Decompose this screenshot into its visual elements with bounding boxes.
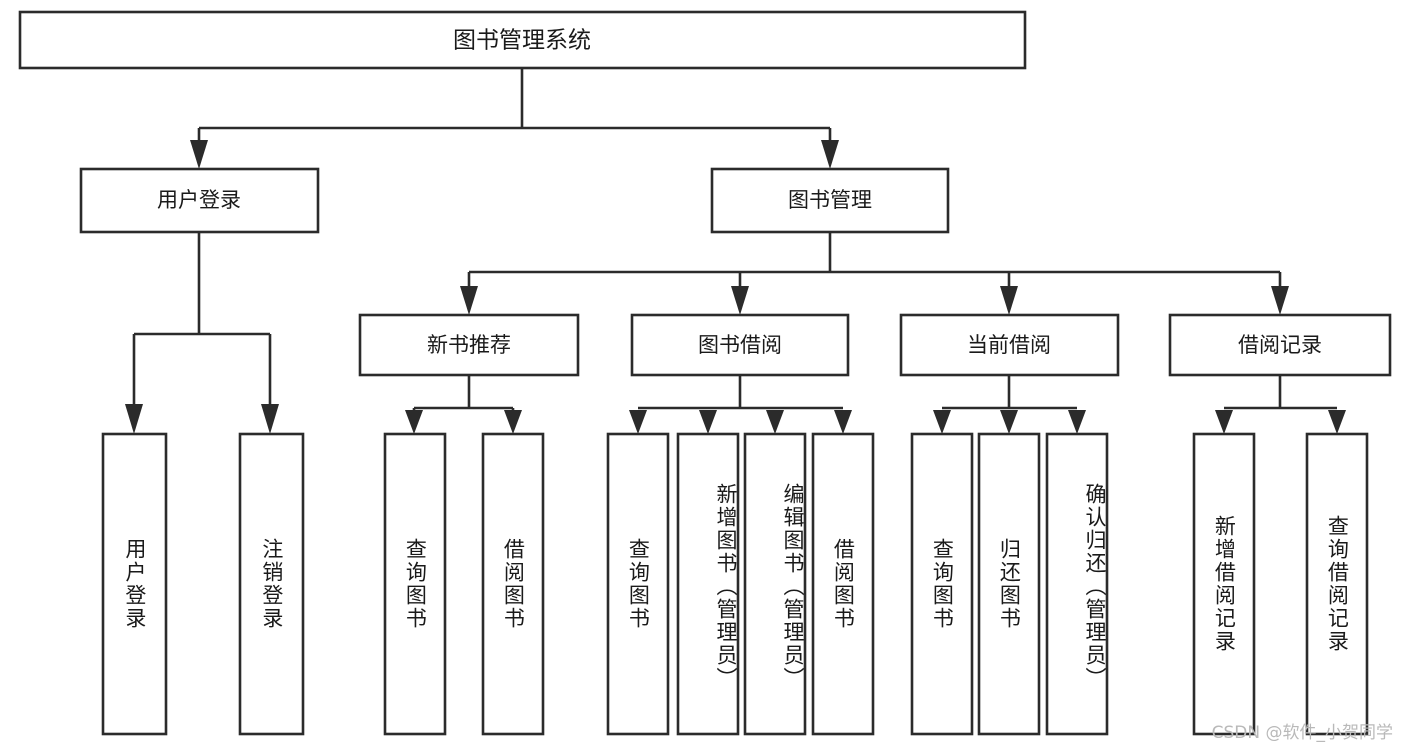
arrow-leaf-query-record — [1328, 410, 1346, 434]
node-new-book-recommend[interactable]: 新书推荐 — [358, 313, 580, 377]
arrow-leaf-query-book-2 — [629, 410, 647, 434]
watermark-text: CSDN @软件_小贺同学 — [1211, 723, 1393, 743]
leaf-box-query-book-3[interactable] — [910, 432, 974, 736]
node-current-borrow-label: 当前借阅 — [967, 333, 1051, 357]
node-current-borrow[interactable]: 当前借阅 — [899, 313, 1120, 377]
arrow-current-borrow — [1000, 286, 1018, 315]
leaf-box-confirm-return[interactable] — [1045, 432, 1109, 736]
leaf-box-add-record[interactable] — [1192, 432, 1256, 736]
node-book-management-box[interactable] — [710, 167, 950, 234]
node-user-login-box[interactable] — [79, 167, 320, 234]
leaf-box-edit-book[interactable] — [743, 432, 807, 736]
leaf-box-user-login[interactable] — [101, 432, 168, 736]
node-user-login[interactable]: 用户登录 — [79, 167, 320, 234]
node-book-borrow-label: 图书借阅 — [698, 333, 782, 357]
arrow-leaf-edit-book — [766, 410, 784, 434]
arrow-leaf-confirm-return — [1068, 410, 1086, 434]
arrow-borrow-record — [1271, 286, 1289, 315]
connector-group — [125, 68, 1346, 434]
node-book-management-label: 图书管理 — [788, 188, 872, 212]
node-root-box[interactable] — [18, 10, 1027, 70]
arrow-leaf-logout — [261, 404, 279, 434]
arrow-leaf-return-book — [1000, 410, 1018, 434]
leaf-box-query-book-1[interactable] — [383, 432, 447, 736]
node-root-label: 图书管理系统 — [453, 28, 591, 54]
node-user-login-label: 用户登录 — [157, 188, 241, 212]
arrow-book-mgmt — [821, 140, 839, 169]
node-book-borrow-box[interactable] — [630, 313, 850, 377]
node-borrow-record[interactable]: 借阅记录 — [1168, 313, 1392, 377]
leaf-box-add-book[interactable] — [676, 432, 740, 736]
node-borrow-record-label: 借阅记录 — [1238, 333, 1322, 357]
arrow-leaf-add-book — [699, 410, 717, 434]
leaf-box-query-book-2[interactable] — [606, 432, 670, 736]
node-book-borrow[interactable]: 图书借阅 — [630, 313, 850, 377]
node-new-book-recommend-label: 新书推荐 — [427, 333, 511, 357]
leaf-box-borrow-book-2[interactable] — [811, 432, 875, 736]
node-new-book-recommend-box[interactable] — [358, 313, 580, 377]
arrow-leaf-add-record — [1215, 410, 1233, 434]
leaf-box-borrow-book-1[interactable] — [481, 432, 545, 736]
leaf-box-return-book[interactable] — [977, 432, 1041, 736]
arrow-book-borrow — [731, 286, 749, 315]
arrow-leaf-query-book-3 — [933, 410, 951, 434]
node-book-management[interactable]: 图书管理 — [710, 167, 950, 234]
arrow-leaf-borrow-book-2 — [834, 410, 852, 434]
arrow-user-login — [190, 140, 208, 169]
leaf-box-query-record[interactable] — [1305, 432, 1369, 736]
node-root[interactable]: 图书管理系统 — [18, 10, 1027, 70]
arrow-new-book-recommend — [460, 286, 478, 315]
arrow-leaf-query-book-1 — [405, 410, 423, 434]
arrow-leaf-user-login — [125, 404, 143, 434]
node-current-borrow-box[interactable] — [899, 313, 1120, 377]
leaf-box-logout[interactable] — [238, 432, 305, 736]
arrow-leaf-borrow-book-1 — [504, 410, 522, 434]
node-borrow-record-box[interactable] — [1168, 313, 1392, 377]
